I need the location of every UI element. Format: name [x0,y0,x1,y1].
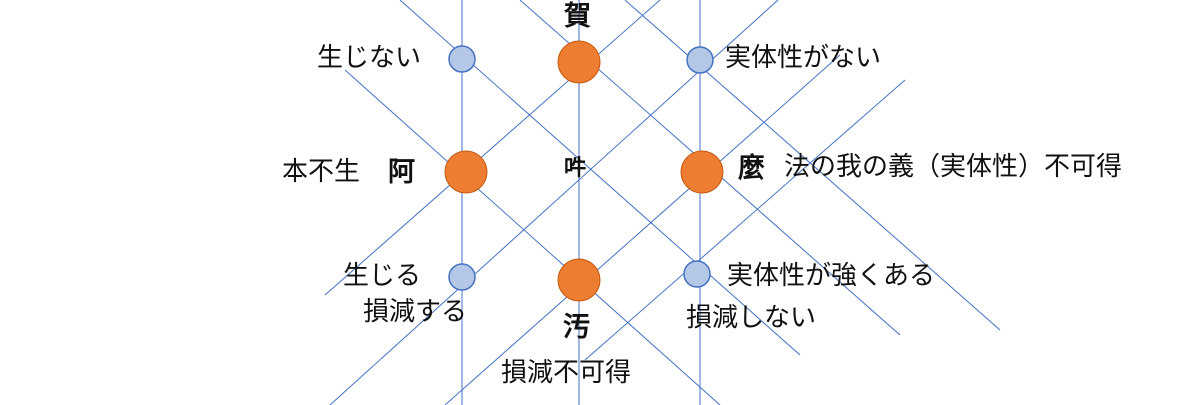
label-top-left: 生じない [317,43,422,73]
diagonal-line [344,69,721,405]
large-nodes [444,40,724,302]
node-right [680,150,724,194]
syllable-right: 麼 [738,153,765,184]
node-bottom [557,258,601,302]
label-bottom-right-1: 実体性が強くある [727,261,936,291]
label-bottom-left-1: 生じる [343,261,422,291]
node-left [444,150,488,194]
label-right: 法の我の義（実体性）不可得 [784,152,1123,182]
syllable-top: 賀 [564,1,591,32]
node-top-right [686,46,714,74]
node-bottom-left [448,263,476,291]
label-bottom-right-2: 損減しない [686,303,817,333]
syllable-center: 吽 [564,156,587,181]
node-top [557,40,601,84]
small-nodes [448,45,714,291]
label-left: 本不生 [282,157,361,187]
diagonal-line [444,54,841,405]
diagonal-line [584,79,906,361]
label-top-right: 実体性がない [725,43,882,73]
syllable-left: 阿 [388,157,415,188]
node-bottom-right [683,260,711,288]
label-bottom-left-2: 損減する [363,297,468,327]
syllable-bottom: 汚 [563,312,590,343]
diagonal-line [324,0,661,296]
node-top-left [448,45,476,73]
label-bottom: 損減不可得 [501,358,632,388]
grid-lines [324,0,1001,405]
